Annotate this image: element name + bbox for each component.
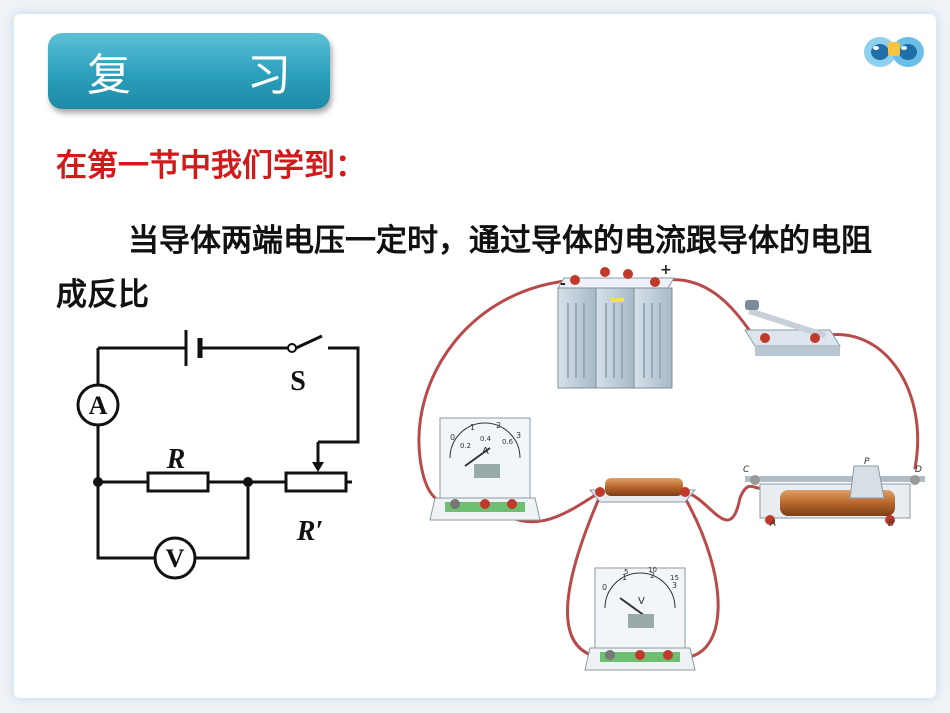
voltmeter-symbol (153, 536, 197, 580)
voltmeter-top-scale-2: 15 (670, 574, 679, 582)
ammeter-scale-0: 0 (450, 433, 455, 442)
battery-minus-label: - (560, 276, 566, 292)
voltmeter-scale-1: 1 (622, 573, 627, 582)
rheostat-letter-a: A (769, 519, 776, 529)
voltmeter-top-scale-1: 10 (648, 566, 657, 574)
rheostat-letter-d: D (915, 465, 922, 475)
rheostat-letter-b: B (888, 519, 894, 529)
voltmeter-letter: V (638, 596, 645, 607)
apparatus-illustration: - + 0 1 2 3 0.2 0.4 0.6 A (417, 262, 925, 671)
rheostat-letter-c: C (743, 465, 750, 475)
knife-switch (744, 300, 841, 356)
rheostat-device: C P D A B (743, 457, 925, 529)
intro-line: 在第一节中我们学到： (56, 148, 366, 184)
resistor-label: R (166, 444, 186, 475)
ammeter-small-scale-1: 0.4 (480, 435, 492, 443)
battery-pack: - + (557, 262, 675, 389)
ammeter-scale-1: 1 (470, 423, 475, 432)
ammeter-letter: A (482, 446, 489, 457)
ammeter-symbol (76, 383, 120, 427)
resistor-symbol (146, 471, 210, 493)
rheostat-letter-p: P (864, 457, 870, 467)
slide-title: 复 习 (87, 50, 327, 101)
title-badge: 复 习 (48, 33, 330, 109)
battery-plus-label: + (660, 262, 672, 278)
ammeter-label: A (89, 391, 108, 420)
voltmeter-device: 0 1 2 3 5 10 15 V (584, 566, 696, 671)
voltmeter-scale-2: 2 (650, 571, 655, 580)
rheostat-symbol (284, 471, 348, 493)
ammeter-device: 0 1 2 3 0.2 0.4 0.6 A (429, 417, 541, 521)
circuit-diagram: A V R R′ S (76, 330, 360, 580)
ammeter-scale-2: 2 (496, 421, 501, 430)
fixed-resistor (588, 478, 697, 503)
ammeter-small-scale-2: 0.6 (502, 438, 514, 446)
voltmeter-scale-0: 0 (602, 583, 607, 592)
switch-label: S (290, 366, 306, 397)
rheostat-label: R′ (296, 516, 324, 547)
voltmeter-label: V (166, 544, 185, 573)
binoculars-icon (864, 37, 924, 67)
voltmeter-scale-3: 3 (672, 581, 677, 590)
ammeter-scale-3: 3 (516, 431, 521, 440)
ammeter-small-scale-0: 0.2 (460, 442, 471, 450)
body-text: 当导体两端电压一定时，通过导体的电流跟导体的电阻成反比 (56, 223, 872, 313)
voltmeter-top-scale-0: 5 (624, 568, 628, 576)
